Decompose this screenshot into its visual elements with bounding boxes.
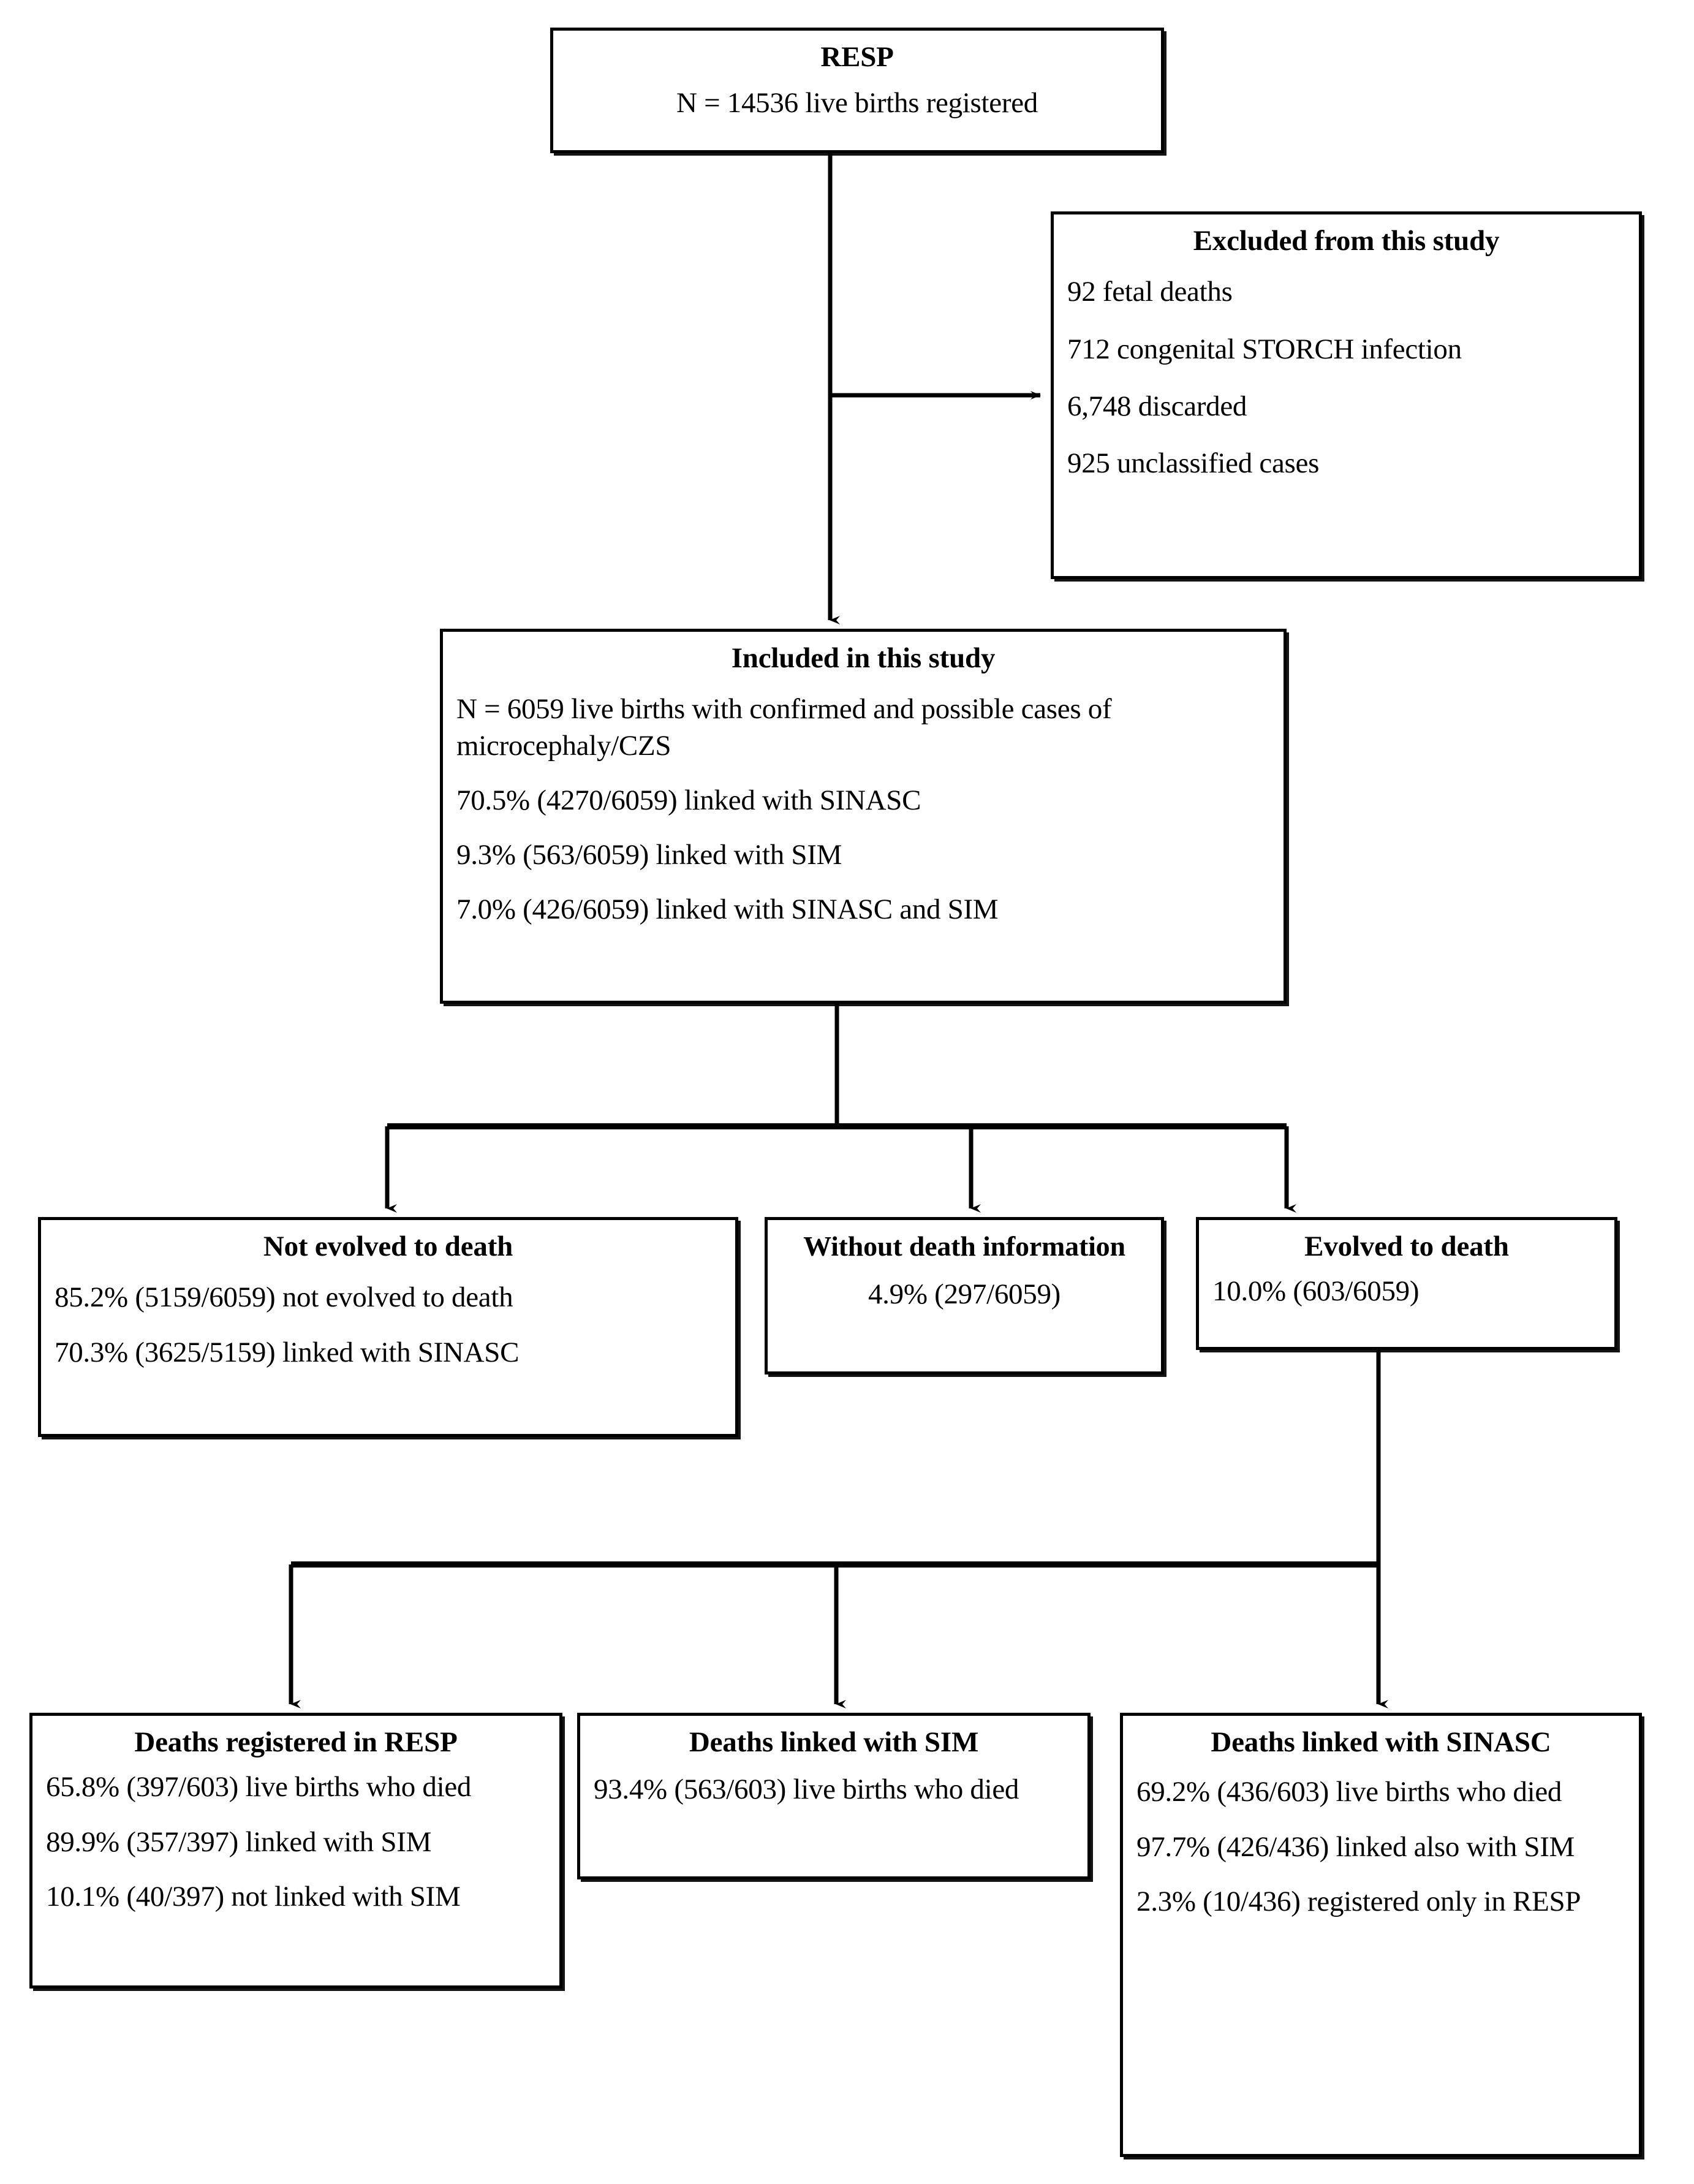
node-deaths-resp-line-2: 10.1% (40/397) not linked with SIM <box>46 1880 461 1913</box>
node-included-lines: N = 6059 live births with confirmed and … <box>456 691 1270 928</box>
node-deaths-sim-line-0: 93.4% (563/603) live births who died <box>594 1773 1019 1806</box>
node-included-line-2: 9.3% (563/6059) linked with SIM <box>456 839 842 871</box>
node-without-death-information: Without death information 4.9% (297/6059… <box>765 1217 1164 1374</box>
node-not-evolved-title: Not evolved to death <box>263 1230 513 1262</box>
node-resp-lines: N = 14536 live births registered <box>567 85 1148 121</box>
node-included-line-3: 7.0% (426/6059) linked with SINASC and S… <box>456 893 999 926</box>
node-deaths-linked-with-sinasc: Deaths linked with SINASC 69.2% (436/603… <box>1120 1713 1642 2157</box>
node-excluded-line-3: 925 unclassified cases <box>1067 447 1320 480</box>
node-excluded-line-2: 6,748 discarded <box>1067 390 1247 422</box>
node-deaths-resp-lines: 65.8% (397/603) live births who died 89.… <box>46 1769 546 1915</box>
node-included-title: Included in this study <box>731 642 996 674</box>
node-deaths-resp-line-1: 89.9% (357/397) linked with SIM <box>46 1826 432 1858</box>
node-without-line-0: 4.9% (297/6059) <box>868 1278 1061 1311</box>
node-resp-line-0: N = 14536 live births registered <box>676 87 1038 119</box>
node-not-evolved-to-death: Not evolved to death 85.2% (5159/6059) n… <box>38 1217 738 1437</box>
node-deaths-linked-with-sim: Deaths linked with SIM 93.4% (563/603) l… <box>577 1713 1091 1879</box>
node-evolved-line-0: 10.0% (603/6059) <box>1212 1275 1420 1308</box>
node-evolved-title: Evolved to death <box>1304 1230 1509 1262</box>
node-excluded-lines: 92 fetal deaths 712 congenital STORCH in… <box>1067 274 1625 482</box>
node-not-evolved-line-1: 70.3% (3625/5159) linked with SINASC <box>55 1336 520 1368</box>
node-excluded-line-0: 92 fetal deaths <box>1067 276 1233 308</box>
node-without-lines: 4.9% (297/6059) <box>781 1276 1148 1313</box>
node-deaths-resp-line-0: 65.8% (397/603) live births who died <box>46 1771 472 1803</box>
node-excluded-title: Excluded from this study <box>1193 225 1500 257</box>
node-without-title: Without death information <box>803 1230 1125 1262</box>
node-deaths-registered-in-resp: Deaths registered in RESP 65.8% (397/603… <box>29 1713 562 1989</box>
node-excluded: Excluded from this study 92 fetal deaths… <box>1051 211 1642 579</box>
node-deaths-sinasc-line-2: 2.3% (10/436) registered only in RESP <box>1136 1885 1581 1917</box>
node-deaths-sinasc-line-1: 97.7% (426/436) linked also with SIM <box>1136 1830 1575 1863</box>
node-included-line-1: 70.5% (4270/6059) linked with SINASC <box>456 784 921 816</box>
node-not-evolved-line-0: 85.2% (5159/6059) not evolved to death <box>55 1281 513 1314</box>
node-deaths-sinasc-title: Deaths linked with SINASC <box>1211 1726 1551 1758</box>
node-resp: RESP N = 14536 live births registered <box>550 28 1164 153</box>
node-evolved-lines: 10.0% (603/6059) <box>1212 1273 1601 1310</box>
node-evolved-to-death: Evolved to death 10.0% (603/6059) <box>1196 1217 1617 1350</box>
node-deaths-sim-lines: 93.4% (563/603) live births who died <box>594 1772 1074 1808</box>
node-deaths-sinasc-line-0: 69.2% (436/603) live births who died <box>1136 1776 1562 1808</box>
node-deaths-sinasc-lines: 69.2% (436/603) live births who died 97.… <box>1136 1774 1625 1920</box>
node-excluded-line-1: 712 congenital STORCH infection <box>1067 333 1462 365</box>
node-deaths-resp-title: Deaths registered in RESP <box>134 1726 458 1758</box>
node-included: Included in this study N = 6059 live bir… <box>440 629 1287 1004</box>
node-included-line-0: N = 6059 live births with confirmed and … <box>456 693 1112 762</box>
node-resp-title: RESP <box>820 41 894 73</box>
node-deaths-sim-title: Deaths linked with SIM <box>689 1726 979 1758</box>
node-not-evolved-lines: 85.2% (5159/6059) not evolved to death 7… <box>55 1280 722 1370</box>
